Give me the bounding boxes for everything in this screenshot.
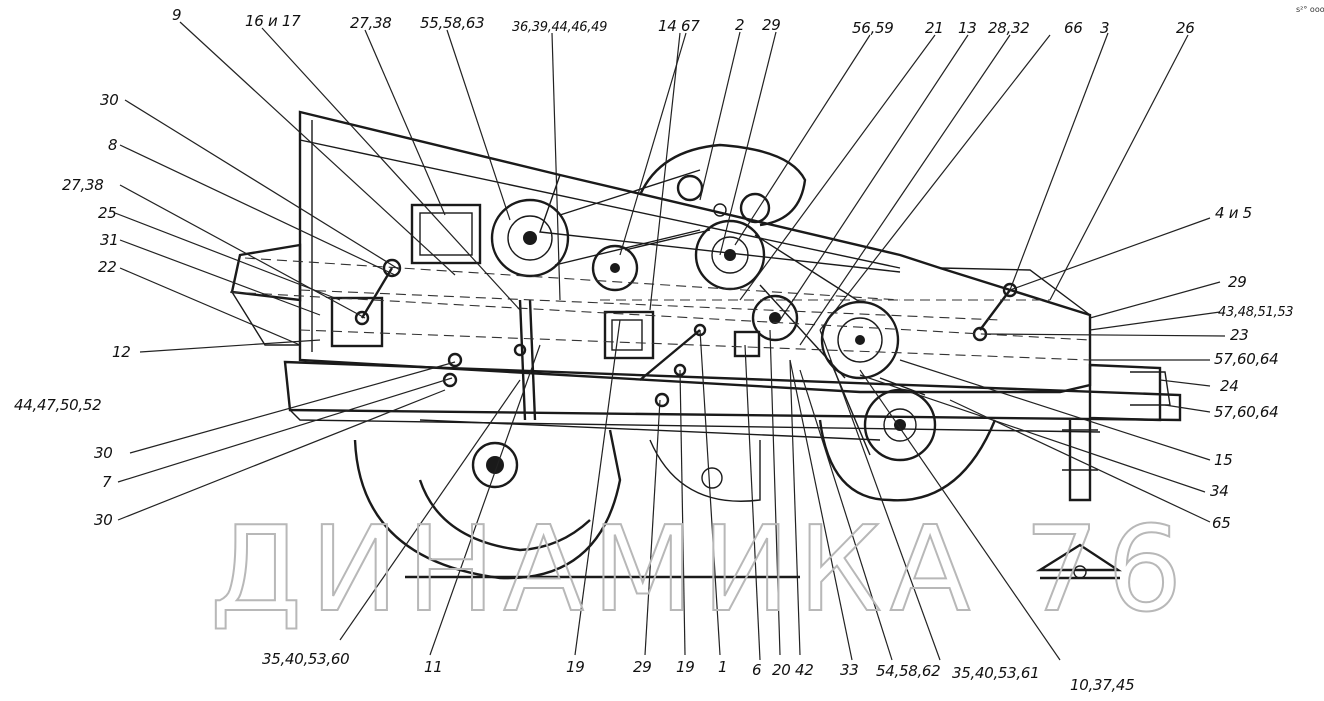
label-24: 24	[1220, 377, 1239, 395]
part-labels: 9 16 и 17 27,38 55,58,63 36,39,44,46,49 …	[14, 6, 1294, 694]
label-4-5: 4 и 5	[1215, 204, 1252, 222]
label-30-low: 30	[94, 511, 113, 529]
brackets	[330, 203, 1018, 421]
label-57-60-64-a: 57,60,64	[1214, 350, 1278, 368]
corner-mark: s²° ooo	[1296, 5, 1324, 14]
label-6: 6	[752, 661, 761, 679]
label-30-left: 30	[100, 91, 119, 109]
label-21: 21	[925, 19, 944, 37]
label-3: 3	[1100, 19, 1109, 37]
label-36-39-44-46-49: 36,39,44,46,49	[512, 20, 607, 35]
label-29-right: 29	[1228, 273, 1247, 291]
label-27-38-left: 27,38	[62, 176, 103, 194]
label-2: 2	[735, 16, 744, 34]
label-14-67: 14 67	[658, 17, 700, 35]
label-65: 65	[1212, 514, 1231, 532]
label-30-mid: 30	[94, 444, 113, 462]
label-22: 22	[98, 258, 117, 276]
label-13: 13	[958, 19, 977, 37]
hidden-lines	[229, 257, 1091, 361]
label-8: 8	[108, 136, 117, 154]
watermark: ДИНАМИКА 76	[210, 500, 1190, 638]
label-66: 66	[1064, 19, 1083, 37]
label-56-59: 56,59	[852, 19, 893, 37]
lower-assembly	[353, 419, 997, 580]
label-44-47-50-52: 44,47,50,52	[14, 396, 101, 414]
label-1: 1	[718, 658, 727, 676]
label-9: 9	[172, 6, 181, 24]
label-31: 31	[100, 231, 119, 249]
label-11: 11	[424, 658, 443, 676]
label-19-b: 19	[676, 658, 695, 676]
label-26: 26	[1176, 19, 1195, 37]
label-29-bottom: 29	[633, 658, 652, 676]
label-20-42: 20 42	[772, 661, 813, 679]
label-7: 7	[102, 473, 112, 491]
label-33: 33	[840, 661, 859, 679]
leader-lines	[114, 21, 1226, 661]
label-28-32: 28,32	[988, 19, 1029, 37]
machine-body	[230, 110, 1182, 580]
label-23: 23	[1230, 326, 1249, 344]
label-27-38-top: 27,38	[350, 14, 391, 32]
label-15: 15	[1214, 451, 1233, 469]
label-19-a: 19	[566, 658, 585, 676]
label-10-37-45: 10,37,45	[1070, 676, 1134, 694]
label-54-58-62: 54,58,62	[876, 662, 940, 680]
label-16-17: 16 и 17	[245, 12, 301, 30]
label-57-60-64-b: 57,60,64	[1214, 403, 1278, 421]
label-34: 34	[1210, 482, 1229, 500]
label-25: 25	[98, 204, 117, 222]
label-12: 12	[112, 343, 131, 361]
label-29-top: 29	[762, 16, 781, 34]
label-55-58-63: 55,58,63	[420, 14, 484, 32]
label-43-48-51-53: 43,48,51,53	[1218, 305, 1293, 320]
label-35-40-53-60: 35,40,53,60	[262, 650, 349, 668]
label-35-40-53-61: 35,40,53,61	[952, 664, 1039, 682]
